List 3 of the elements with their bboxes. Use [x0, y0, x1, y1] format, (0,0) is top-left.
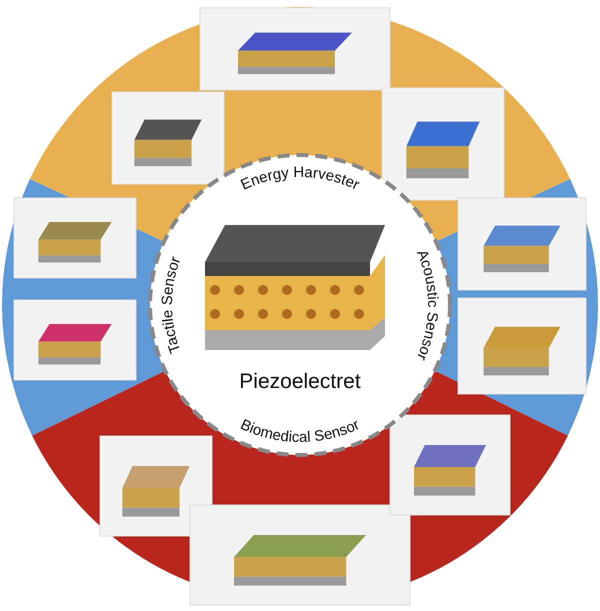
sector-label: Biomedical Sensor — [238, 416, 362, 446]
title-text: Piezoelectret — [239, 370, 361, 393]
sector-label: Energy Harvester — [238, 164, 362, 194]
